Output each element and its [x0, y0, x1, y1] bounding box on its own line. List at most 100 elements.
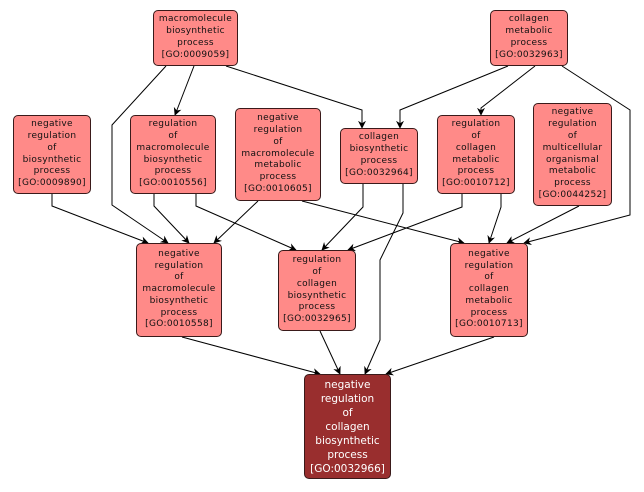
- node-label-line: metabolic: [465, 295, 513, 306]
- node-label-line: process: [470, 307, 508, 318]
- node-label-line: of: [471, 130, 481, 141]
- node-label-line: of: [174, 272, 184, 283]
- node-label-line: biosynthetic: [166, 26, 225, 37]
- edge-go-0032963-to-go-0010712: [477, 65, 536, 116]
- node-label-line: collagen: [296, 278, 338, 289]
- node-label-line: negative: [257, 113, 299, 124]
- edge-go-0010605-to-go-0010558: [213, 200, 259, 244]
- node-go-id: [GO:0010712]: [442, 178, 510, 189]
- edge-go-0010605-to-go-0010713: [301, 200, 465, 246]
- edge-go-0010556-to-go-0010558: [153, 194, 190, 244]
- node-label-line: collagen: [325, 420, 370, 433]
- node-label-line: negative: [324, 378, 371, 391]
- edge-go-0032963-to-go-0032964: [396, 65, 509, 129]
- edge-go-0032964-to-go-0032965: [321, 184, 364, 251]
- node-label-line: process: [259, 172, 297, 183]
- node-label-line: process: [298, 302, 336, 313]
- node-label-line: regulation: [292, 255, 342, 266]
- node-label-line: metabolic: [452, 154, 500, 165]
- edge-go-0009059-to-go-0010556: [173, 65, 195, 116]
- node-label-line: of: [567, 130, 578, 141]
- node-label-line: negative: [31, 119, 73, 130]
- node-label-line: of: [484, 272, 494, 283]
- node-label-line: of: [273, 136, 283, 147]
- node-label-line: negative: [468, 248, 510, 259]
- node-label-line: collagen: [508, 14, 550, 25]
- node-label-line: biosynthetic: [149, 295, 209, 306]
- node-label-line: process: [510, 38, 548, 48]
- node-label-line: macromolecule: [158, 14, 233, 25]
- node-go-id: [GO:0032966]: [310, 462, 385, 475]
- node-label-line: biosynthetic: [349, 144, 409, 155]
- node-label-line: organismal: [546, 154, 599, 165]
- node-go-id: [GO:0010605]: [244, 183, 312, 194]
- node-label-line: process: [360, 156, 398, 166]
- node-label-line: of: [47, 142, 57, 153]
- edge-go-0010556-to-go-0032965: [195, 194, 297, 251]
- node-label-line: process: [457, 166, 495, 177]
- node-go-id: [GO:0010713]: [455, 319, 523, 330]
- node-label-line: regulation: [148, 119, 198, 130]
- node-go-id: [GO:0044252]: [538, 189, 607, 200]
- node-go-id: [GO:0032964]: [345, 167, 413, 178]
- node-label-line: collagen: [358, 132, 400, 143]
- edge-go-0009059-to-go-0032964: [225, 65, 366, 129]
- node-label-line: regulation: [320, 392, 375, 405]
- node-label-line: collagen: [468, 284, 510, 295]
- node-label-line: biosynthetic: [287, 290, 347, 301]
- edge-go-0010712-to-go-0032965: [347, 194, 463, 252]
- node-label-line: process: [33, 166, 71, 177]
- node-label-line: of: [342, 406, 353, 419]
- node-label-line: regulation: [451, 119, 501, 130]
- node-label-line: regulation: [548, 119, 597, 130]
- node-label-line: process: [177, 38, 214, 48]
- node-label-line: collagen: [455, 142, 497, 153]
- node-label-line: macromolecule: [142, 284, 216, 295]
- node-label-line: regulation: [253, 125, 303, 135]
- edge-go-0032965-to-go-0032966: [319, 330, 341, 375]
- node-label-line: macromolecule: [136, 142, 210, 153]
- node-go-id: [GO:0009890]: [18, 178, 86, 189]
- node-label-line: metabolic: [254, 160, 302, 171]
- edge-go-0010712-to-go-0010713: [487, 194, 502, 244]
- edge-go-0009059-to-go-0010558: [111, 65, 169, 244]
- node-label-line: of: [168, 130, 178, 141]
- node-label-line: metabolic: [505, 26, 553, 37]
- node-label-line: metabolic: [548, 166, 597, 177]
- node-label-line: of: [312, 266, 322, 277]
- node-label-line: regulation: [154, 260, 204, 271]
- node-label-line: process: [327, 448, 368, 461]
- node-label-line: negative: [551, 107, 594, 118]
- node-label-line: regulation: [27, 130, 77, 141]
- edge-go-0044252-to-go-0010713: [506, 205, 580, 244]
- node-label-line: process: [160, 307, 198, 318]
- node-go-id: [GO:0032965]: [283, 314, 351, 325]
- node-go-id: [GO:0032963]: [495, 49, 563, 60]
- node-label-line: negative: [158, 248, 200, 259]
- node-label-line: process: [554, 178, 591, 189]
- node-label-line: process: [154, 166, 192, 177]
- edge-go-0009890-to-go-0010558: [51, 194, 149, 245]
- edge-go-0032964-to-go-0032966: [364, 184, 404, 375]
- node-label-line: biosynthetic: [315, 434, 380, 447]
- node-go-id: [GO:0010556]: [139, 178, 207, 189]
- edge-go-0032963-to-go-0010713: [523, 65, 631, 246]
- node-label-line: multicellular: [542, 142, 603, 153]
- node-go-id: [GO:0010558]: [145, 319, 213, 330]
- node-label-line: regulation: [464, 260, 514, 271]
- node-label-line: biosynthetic: [22, 154, 82, 165]
- node-label-line: biosynthetic: [143, 154, 203, 165]
